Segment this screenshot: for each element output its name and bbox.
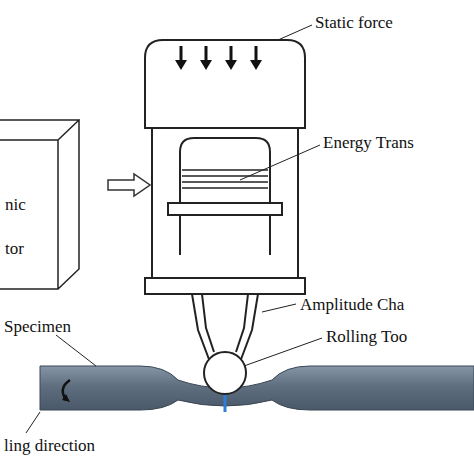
- transducer-label: Energy Trans: [323, 134, 414, 151]
- changer-label: Amplitude Cha: [300, 296, 404, 313]
- generator-box: nic tor: [0, 118, 80, 290]
- direction-label: ling direction: [4, 437, 95, 454]
- transducer-flange: [168, 203, 282, 215]
- force-label: Static force: [315, 14, 393, 31]
- tool-label: Rolling Too: [326, 328, 407, 345]
- rotation-arrowhead: [62, 394, 70, 402]
- specimen-bar: [40, 366, 474, 410]
- force-arrows: [175, 46, 262, 70]
- housing-walls: [152, 128, 298, 278]
- base-plate: [145, 278, 305, 294]
- energy-transducer: [180, 138, 270, 255]
- transducer-stack: [182, 170, 268, 188]
- generator-text: tor: [5, 240, 24, 257]
- generator-text: nic: [5, 196, 26, 213]
- cube-edges: [0, 120, 79, 289]
- rolling-ball: [204, 352, 246, 394]
- input-arrow: [108, 174, 150, 196]
- static-force-cap: [145, 40, 305, 128]
- specimen-label: Specimen: [4, 318, 71, 335]
